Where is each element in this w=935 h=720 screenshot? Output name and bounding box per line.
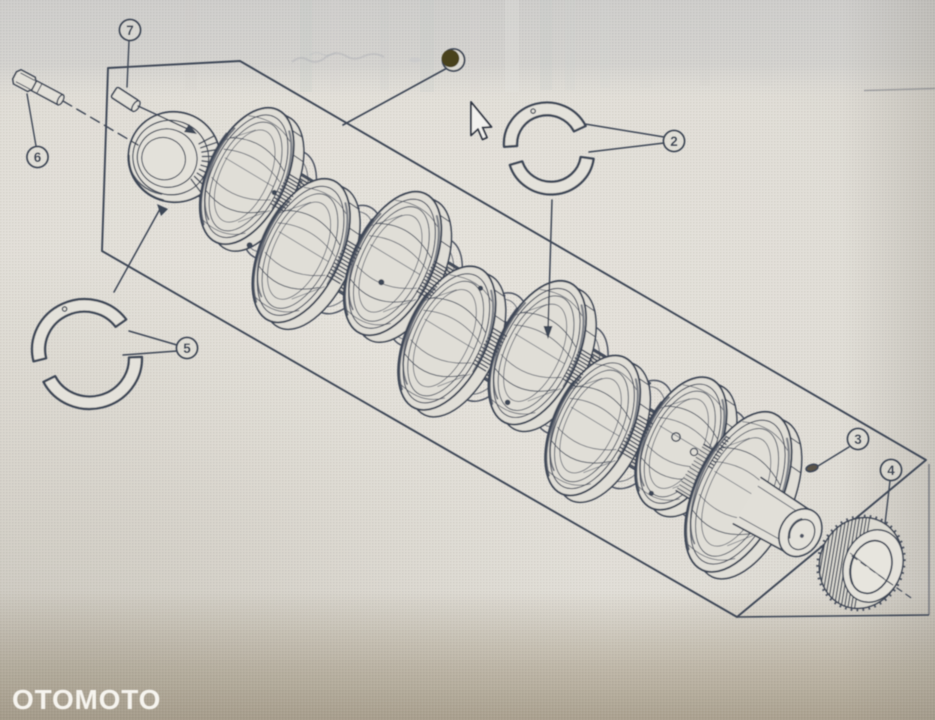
svg-text:OTOMOTO: OTOMOTO — [12, 684, 161, 715]
svg-text:2: 2 — [670, 134, 678, 149]
svg-text:7: 7 — [126, 23, 134, 38]
svg-text:3: 3 — [854, 432, 862, 447]
svg-text:4: 4 — [887, 463, 895, 478]
svg-text:5: 5 — [183, 341, 191, 356]
svg-text:6: 6 — [34, 150, 42, 165]
